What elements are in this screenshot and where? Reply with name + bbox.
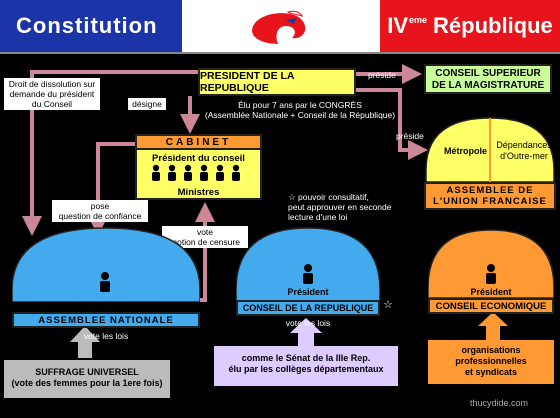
assemblee-dome — [12, 227, 200, 302]
union-metropole: Métropole — [444, 146, 488, 156]
consultatif-note: ☆ pouvoir consultatif, peut approuver en… — [288, 192, 398, 222]
union-right-line2: d'Outre-mer — [500, 151, 548, 161]
conseil-eco-president: Président — [470, 287, 512, 297]
suffrage-box: SUFFRAGE UNIVERSEL (vote des femmes pour… — [4, 360, 170, 398]
conseil-eco-dome — [428, 229, 554, 298]
organisations-line3: et syndicats — [464, 367, 518, 377]
censure-line2: motion de censure — [170, 237, 240, 247]
csm-line1: CONSEIL SUPERIEUR — [435, 68, 541, 79]
dissolution-line2: demande du président — [9, 89, 95, 99]
cabinet-title-text: CABINET — [165, 136, 232, 148]
preside-label-2: préside — [396, 131, 424, 141]
dissolution-arrow — [22, 70, 198, 236]
union-title-line2: L'UNION FRANCAISE — [433, 196, 547, 207]
organisations-line2: professionnelles — [455, 356, 527, 366]
confiance-line2: question de confiance — [58, 211, 142, 221]
consultatif-line3: lecture d'une loi — [288, 212, 348, 222]
conseil-rep-star-icon: ☆ — [383, 299, 393, 311]
designe-label: désigne — [128, 98, 166, 110]
consultatif-line1: pouvoir consultatif, — [298, 192, 369, 202]
union-dependances: Dépendances d'Outre-mer — [492, 140, 556, 162]
conseil-eco-title: CONSEIL ECONOMIQUE — [435, 300, 547, 312]
designe-text: désigne — [132, 99, 162, 109]
dissolution-line3: du Conseil — [31, 99, 73, 109]
cabinet-ministres: Ministres — [177, 187, 220, 198]
confiance-line1: pose — [90, 201, 110, 211]
president-election-text: Élu pour 7 ans par le CONGRÈS (Assemblée… — [200, 100, 400, 120]
conseil-rep-dome — [236, 227, 380, 302]
header-right-suffix: République — [433, 13, 553, 38]
organisations-line1: organisations — [461, 345, 521, 355]
senat-line2: élu par les collèges départementaux — [228, 364, 384, 374]
star-icon: ☆ — [288, 192, 296, 202]
header-constitution: Constitution — [0, 0, 182, 52]
csm-box: CONSEIL SUPERIEUR DE LA MAGISTRATURE — [424, 64, 552, 94]
president-election-line1: Élu pour 7 ans par le CONGRÈS — [238, 100, 362, 110]
assemblee-vote: vote les lois — [83, 331, 129, 341]
conseil-rep-title-bar: CONSEIL DE LA REPUBLIQUE — [236, 300, 380, 316]
watermark: thucydide.com — [470, 398, 529, 408]
header-right-prefix: IV — [387, 13, 408, 38]
president-box: PRESIDENT DE LA REPUBLIQUE — [198, 68, 356, 96]
assemblee-title-bar: ASSEMBLEE NATIONALE — [12, 312, 200, 328]
union-title-line1: ASSEMBLEE DE — [446, 185, 534, 196]
conseil-rep-title: CONSEIL DE LA REPUBLIQUE — [242, 303, 374, 313]
dissolution-line1: Droit de dissolution sur — [8, 79, 96, 89]
assemblee-title: ASSEMBLEE NATIONALE — [38, 314, 174, 326]
preside-union-arrow — [356, 88, 428, 160]
senat-box: comme le Sénat de la IIIe Rep. élu par l… — [214, 346, 398, 386]
union-right-line1: Dépendances — [496, 140, 552, 150]
suffrage-line2: (vote des femmes pour la 1ere fois) — [11, 378, 163, 388]
preside-label-1: préside — [368, 70, 396, 80]
dissolution-label: Droit de dissolution sur demande du prés… — [4, 78, 100, 110]
suffrage-line1: SUFFRAGE UNIVERSEL — [35, 367, 139, 377]
organisations-box: organisations professionnelles et syndic… — [428, 340, 554, 384]
header-logo-area — [182, 0, 380, 52]
csm-line2: DE LA MAGISTRATURE — [431, 80, 545, 91]
censure-line1: vote — [196, 227, 214, 237]
ministers-icon — [152, 164, 240, 181]
censure-label: vote motion de censure — [162, 226, 248, 248]
header-right-sup: eme — [409, 15, 428, 25]
cabinet-body: Président du conseil Ministres — [135, 150, 262, 200]
conseil-rep-president: Président — [287, 287, 329, 297]
cabinet-president: Président du conseil — [152, 153, 245, 164]
cabinet-title: CABINET — [135, 134, 262, 150]
conseil-eco-title-bar: CONSEIL ECONOMIQUE — [428, 298, 554, 314]
marianne-logo-icon — [252, 10, 306, 44]
assemblee-president: Président — [85, 300, 127, 310]
union-dome — [425, 117, 555, 183]
president-election-line2: (Assemblée Nationale + Conseil de la Rép… — [204, 110, 396, 120]
header-left-title: Constitution — [16, 13, 158, 38]
president-title: PRESIDENT DE LA REPUBLIQUE — [200, 70, 295, 94]
senat-line1: comme le Sénat de la IIIe Rep. — [241, 353, 371, 363]
confiance-label: pose question de confiance — [52, 200, 148, 222]
suffrage-up-arrow — [70, 326, 100, 358]
eco-up-arrow — [478, 312, 508, 340]
senat-up-arrow — [290, 318, 322, 346]
conseil-rep-vote: vote les lois — [285, 318, 331, 328]
header-separator — [0, 52, 560, 54]
union-title-bar: ASSEMBLEE DE L'UNION FRANCAISE — [424, 182, 556, 210]
consultatif-line2: peut approuver en seconde — [288, 202, 392, 212]
